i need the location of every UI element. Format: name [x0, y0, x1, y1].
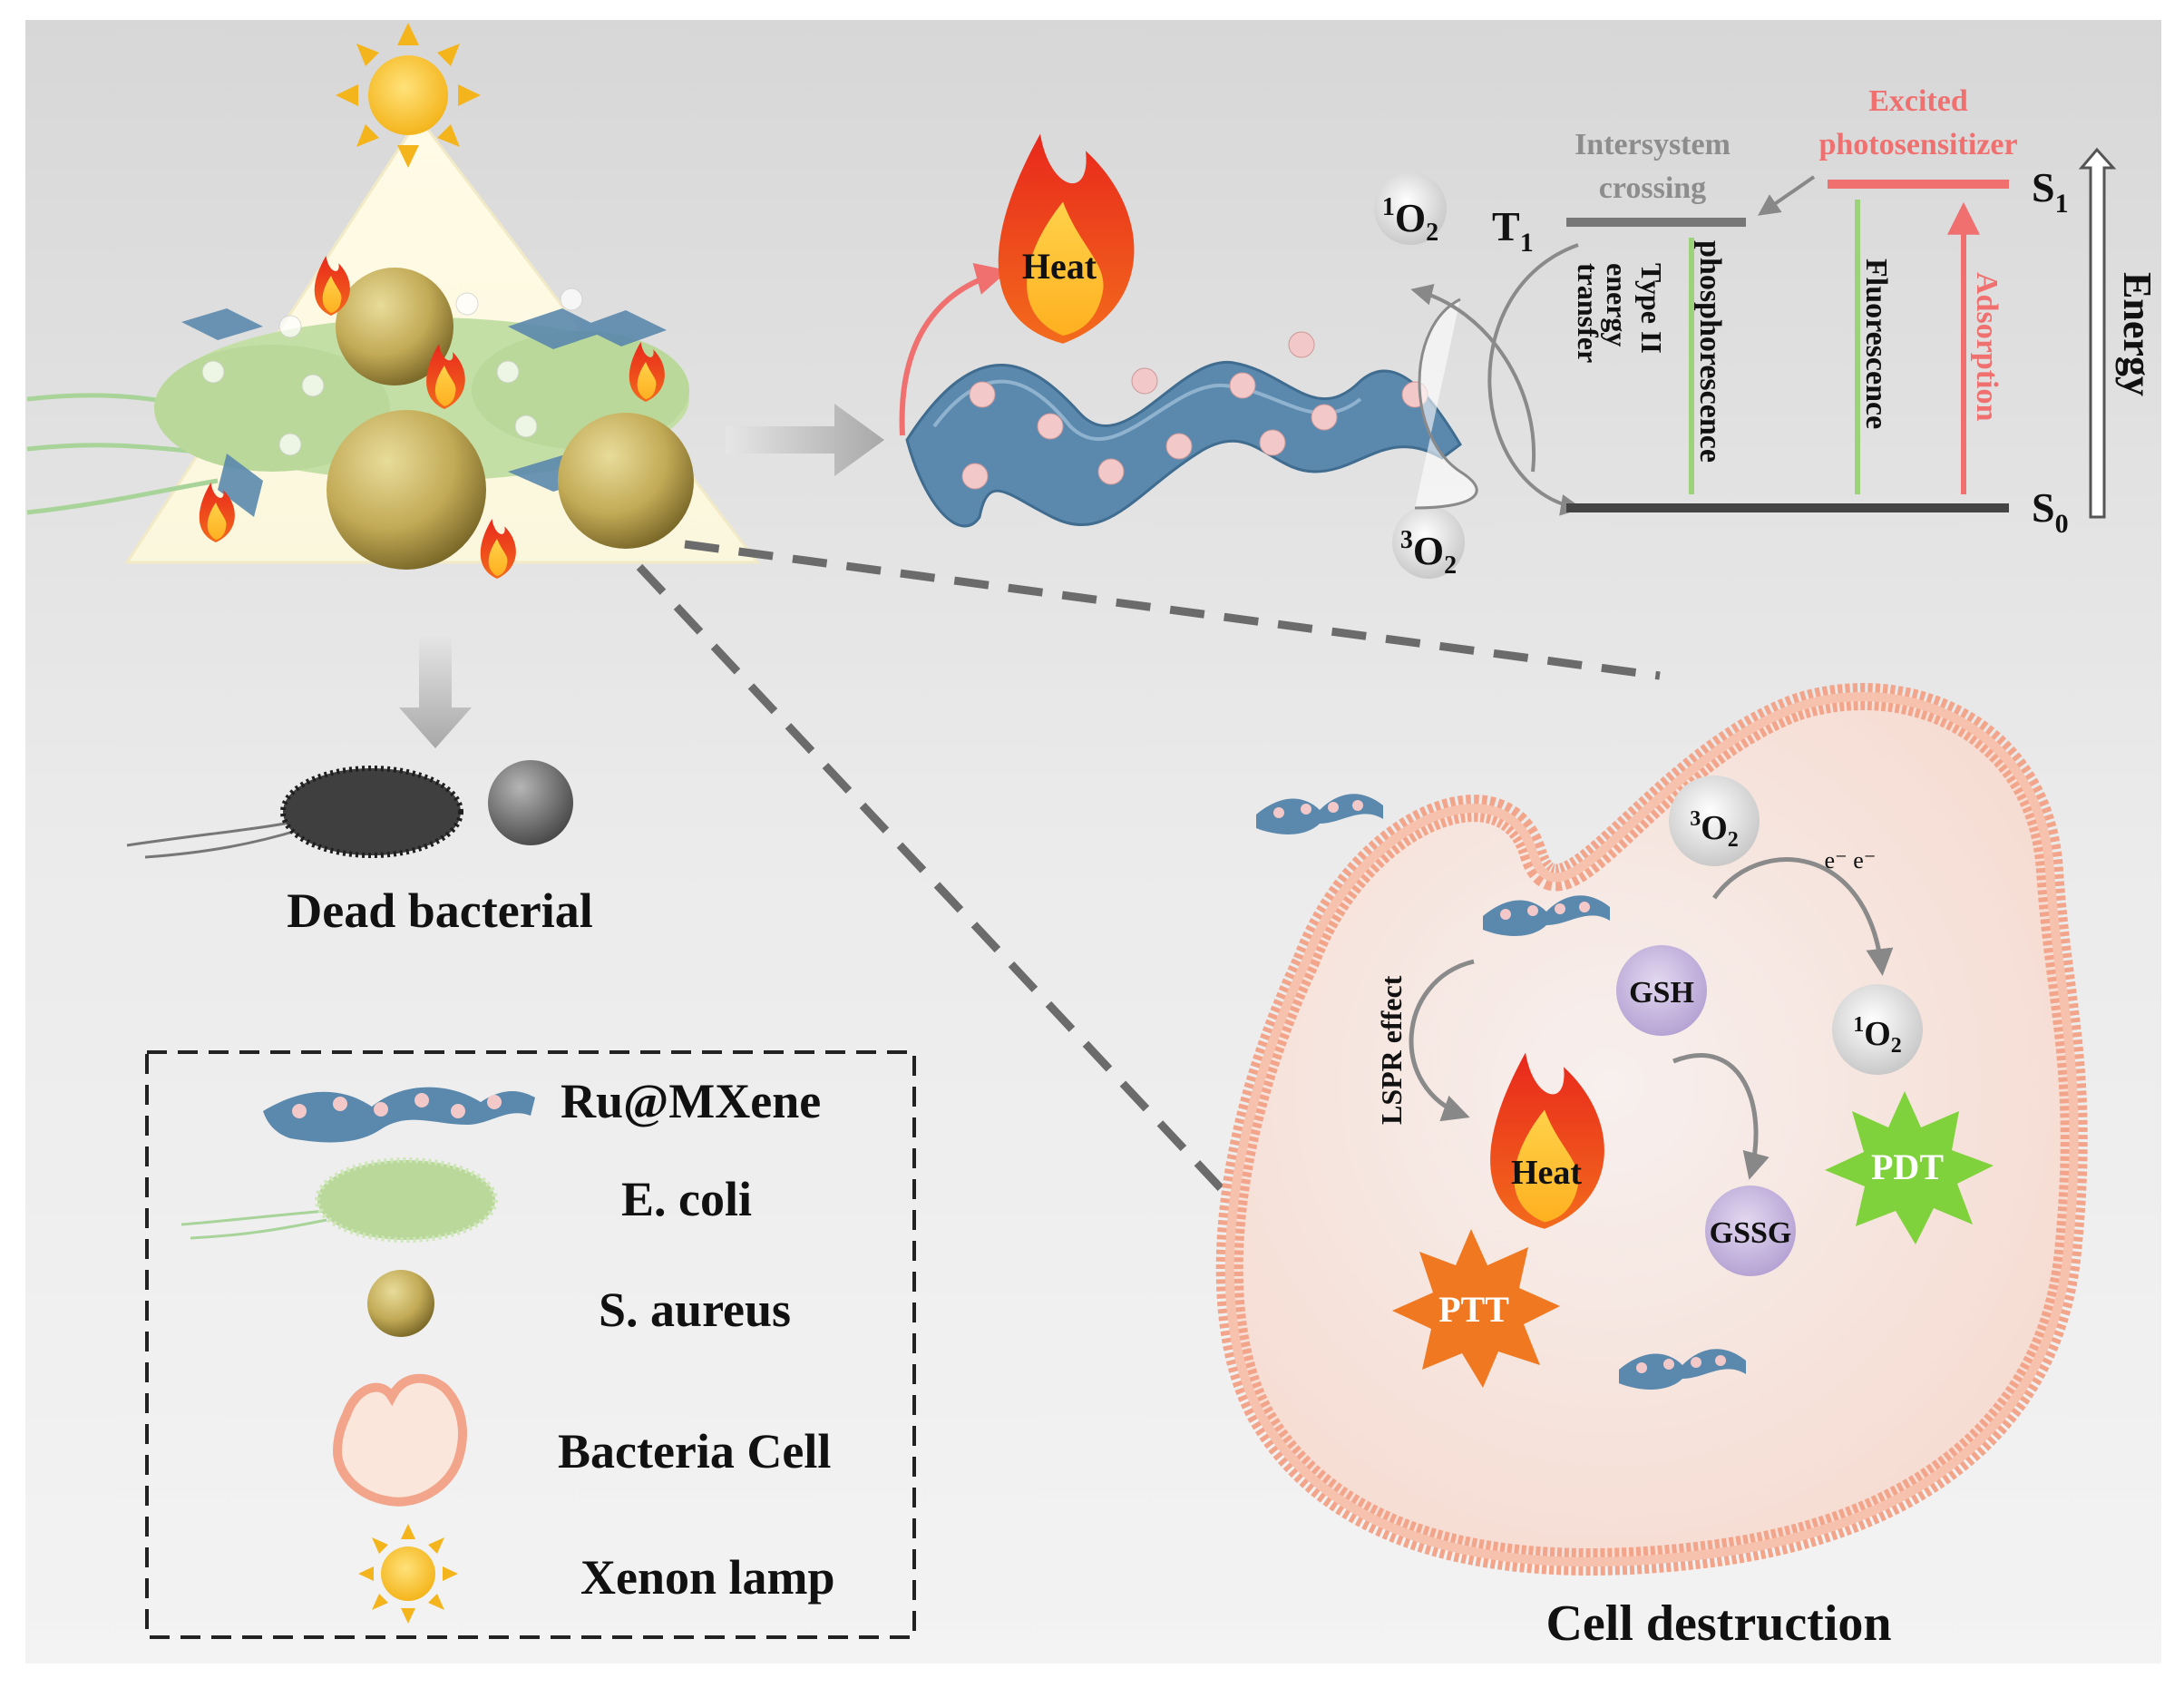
isc-to-ground-arrow [1487, 243, 1583, 516]
ptt-label: PTT [1438, 1289, 1509, 1330]
energy-axis-arrow [2078, 147, 2117, 519]
arrow-down [399, 635, 472, 748]
gsh-label: GSH [1629, 976, 1694, 1010]
heat-label-top: Heat [1022, 246, 1097, 287]
adsorption-label: Adsorption [1970, 272, 2004, 421]
cell-singlet-oxygen-bubble [1832, 984, 1923, 1075]
legend: Ru@MXene E. coli S. aureus Bacteria Cell [145, 1050, 916, 1639]
energy-label: Energy [2115, 272, 2160, 396]
intersystem-label-1: Intersystem [1575, 128, 1731, 161]
dead-ecoli [280, 766, 463, 858]
triplet-oxygen-bubble [1392, 506, 1465, 579]
saureus-ball [336, 268, 453, 385]
lspr-arrow [1409, 959, 1475, 1122]
cell-triplet-oxygen-bubble [1669, 776, 1760, 866]
singlet-oxygen-bubble [1374, 172, 1447, 245]
pdt-star [1825, 1091, 1994, 1244]
flame-icon [629, 342, 665, 402]
arrow-right [726, 404, 884, 476]
saureus-icon [367, 1270, 434, 1337]
dead-bacterial-label: Dead bacterial [287, 883, 592, 938]
mxene-fragment [1483, 895, 1610, 936]
cell-singlet-oxygen-label: 1O2 [1853, 1013, 1902, 1058]
irradiation-scene [26, 23, 761, 579]
flame-icon [199, 483, 235, 542]
legend-box [145, 1050, 916, 1639]
lspr-label: LSPR effect [1375, 975, 1408, 1125]
legend-label-saureus: S. aureus [599, 1283, 791, 1337]
flame-icon [998, 133, 1135, 344]
dead-saureus [488, 760, 573, 845]
s0-label: S0 [2032, 484, 2069, 539]
pdt-label: PDT [1871, 1146, 1944, 1187]
cell-triplet-oxygen-label: 3O2 [1690, 807, 1739, 852]
excited-label-2: photosensitizer [1818, 128, 2017, 161]
mxene-sheet [905, 331, 1462, 528]
cell-destruction-label: Cell destruction [1545, 1595, 1891, 1652]
zoom-line-top [684, 540, 1661, 680]
flame-icon [1490, 1052, 1604, 1229]
legend-label-bacteria-cell: Bacteria Cell [558, 1424, 831, 1478]
legend-label-ecoli: E. coli [621, 1172, 752, 1226]
oxygen-conversion-arrow [1711, 857, 1894, 976]
type2-label-2: energy [1601, 263, 1633, 346]
flame-icon [426, 344, 465, 409]
dead-bacteria [126, 760, 573, 859]
legend-label-xenon: Xenon lamp [580, 1550, 835, 1605]
sun-icon [358, 1524, 458, 1624]
sun-icon [336, 23, 481, 168]
t1-label: T1 [1492, 203, 1534, 258]
type2-label-1: Type II [1635, 263, 1668, 354]
gssg-bubble [1705, 1186, 1796, 1276]
excited-label-1: Excited [1868, 84, 1968, 118]
flame-icon [480, 519, 516, 579]
zoom-line-bottom [636, 563, 1237, 1205]
gsh-oxidation-arrow [1672, 1053, 1770, 1180]
ptt-star [1392, 1229, 1560, 1388]
fluorescence-label: Fluorescence [1859, 259, 1893, 429]
mxene-sheet-icon [263, 1087, 535, 1143]
legend-label-mxene: Ru@MXene [561, 1074, 821, 1128]
mxene-fragment [1619, 1349, 1746, 1390]
singlet-oxygen-label: 1O2 [1382, 193, 1438, 247]
saureus-ball [558, 413, 694, 549]
isc-arrow [1758, 175, 1816, 216]
jablonski-diagram: 1O2 3O2 T1 S1 S0 Intersystem crossing Ex… [1374, 84, 2160, 580]
heat-label-cell: Heat [1511, 1154, 1582, 1192]
flame-icon [314, 256, 350, 316]
ecoli-icon [180, 1157, 498, 1243]
gssg-label: GSSG [1710, 1216, 1792, 1250]
mxene-fragment [1256, 794, 1383, 834]
intersystem-label-2: crossing [1599, 171, 1706, 205]
triplet-oxygen-label: 3O2 [1400, 526, 1457, 580]
gsh-bubble [1616, 945, 1707, 1036]
bacteria-cell-icon [332, 1373, 467, 1507]
heat-arrow [899, 263, 1009, 436]
type2-label-3: transfer [1572, 263, 1604, 363]
energy-transfer-arrow [1410, 284, 1536, 473]
electron-label: e⁻ e⁻ [1824, 847, 1876, 873]
s1-label: S1 [2032, 164, 2069, 219]
phosphorescence-label: phosphorescence [1693, 240, 1727, 463]
saureus-ball [327, 410, 486, 570]
